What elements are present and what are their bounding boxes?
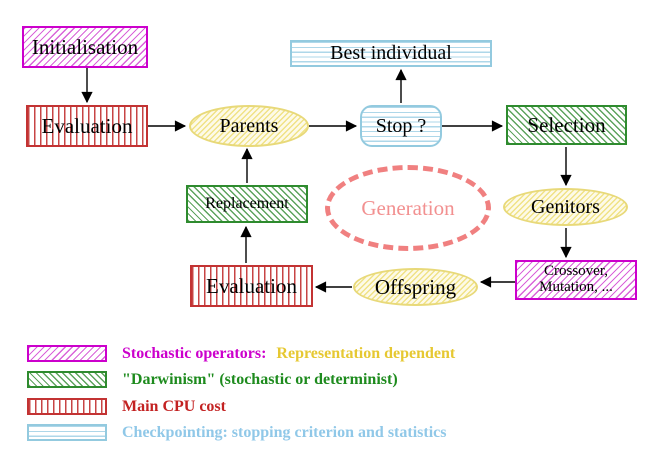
node-best-individual: Best individual bbox=[290, 40, 492, 67]
legend-label-stochastic: Stochastic operators: bbox=[122, 345, 267, 362]
legend-label-cpu-cost: Main CPU cost bbox=[122, 398, 226, 415]
legend-label-representation-dependent: Representation dependent bbox=[276, 345, 456, 362]
node-parents: Parents bbox=[189, 105, 309, 147]
legend-swatch-checkpointing bbox=[27, 424, 107, 441]
node-genitors: Genitors bbox=[503, 188, 628, 226]
legend-swatch-stochastic-operators bbox=[27, 345, 107, 362]
node-selection: Selection bbox=[506, 105, 627, 145]
node-replacement: Replacement bbox=[186, 185, 308, 223]
node-generation: Generation bbox=[325, 165, 491, 251]
node-evaluation-bottom: Evaluation bbox=[190, 265, 313, 307]
legend-swatch-cpu-cost bbox=[27, 398, 107, 415]
legend-swatch-darwinism bbox=[27, 371, 107, 388]
legend-label-stochastic-operators: Stochastic operators: Representation depe… bbox=[122, 345, 455, 362]
node-initialisation: Initialisation bbox=[22, 26, 148, 68]
node-stop: Stop ? bbox=[360, 105, 442, 147]
legend-label-darwinism: "Darwinism" (stochastic or determinist) bbox=[122, 371, 398, 388]
crossover-line1: Crossover, bbox=[544, 263, 608, 280]
node-offspring: Offspring bbox=[353, 268, 478, 306]
crossover-line2: Mutation, ... bbox=[539, 279, 613, 295]
legend-label-checkpointing: Checkpointing: stopping criterion and st… bbox=[122, 424, 447, 441]
node-crossover-mutation: Crossover, Mutation, ... bbox=[515, 260, 637, 300]
node-evaluation-top: Evaluation bbox=[26, 105, 148, 147]
